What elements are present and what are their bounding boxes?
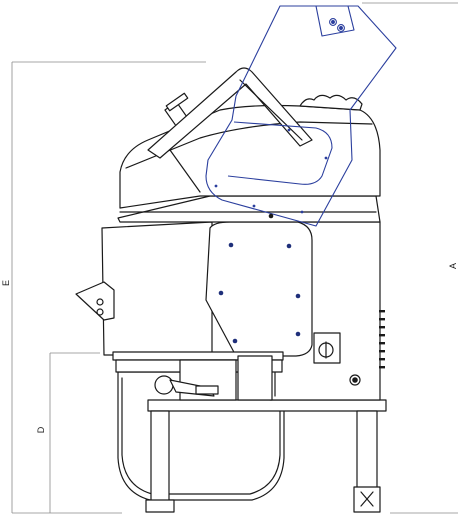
side-guard-bracket: [75, 281, 115, 321]
bowl-inner-line: [121, 377, 281, 495]
fastener: [295, 331, 301, 337]
safety-guard-outline: [205, 5, 397, 227]
control-knob-center: [352, 377, 358, 383]
drive-column: [237, 355, 273, 401]
safety-guard-hinge-plate: [315, 5, 355, 37]
fastener: [218, 290, 224, 296]
safety-guard-hinge-bolt-1: [329, 18, 337, 26]
front-side-panel: [205, 221, 313, 357]
machine-outline: [75, 67, 387, 513]
safety-guard-rivets: [214, 128, 328, 214]
filler-tube-cap: [165, 92, 189, 112]
motor-head-divider: [169, 149, 201, 193]
fastener: [286, 243, 292, 249]
panel-fasteners: [218, 213, 301, 344]
stand-crossbar: [147, 399, 387, 412]
safety-guard-open: [205, 5, 397, 227]
dimension-label-e: E: [1, 280, 11, 286]
safety-guard-hinge-bolt-2: [337, 24, 345, 32]
stand-foot-right-detail-2: [360, 491, 374, 507]
fastener: [232, 338, 238, 344]
stand-leg-left: [150, 410, 170, 508]
dimension-label-a: A: [448, 263, 458, 269]
dimension-label-d: D: [36, 426, 46, 433]
safety-guard-hinge-bolt-1-center: [331, 20, 335, 24]
motor-head-bumps: [299, 94, 363, 111]
bowl-lever-pivot: [154, 375, 174, 395]
stand-foot-left: [145, 499, 175, 513]
side-guard-bolt-2: [96, 308, 104, 316]
side-guard-bolt-1: [96, 298, 104, 306]
fastener: [228, 242, 234, 248]
safety-guard-hinge-bolt-2-center: [339, 26, 343, 30]
mid-band: [117, 195, 381, 223]
dimension-lines: [11, 2, 458, 514]
front-body-panel: [101, 221, 213, 356]
lid-arm-inner: [239, 79, 303, 141]
vent-slots: [379, 310, 385, 369]
fastener: [295, 293, 301, 299]
bowl-lever-grip: [195, 385, 219, 395]
safety-guard-window: [227, 121, 333, 185]
fastener: [268, 213, 274, 219]
